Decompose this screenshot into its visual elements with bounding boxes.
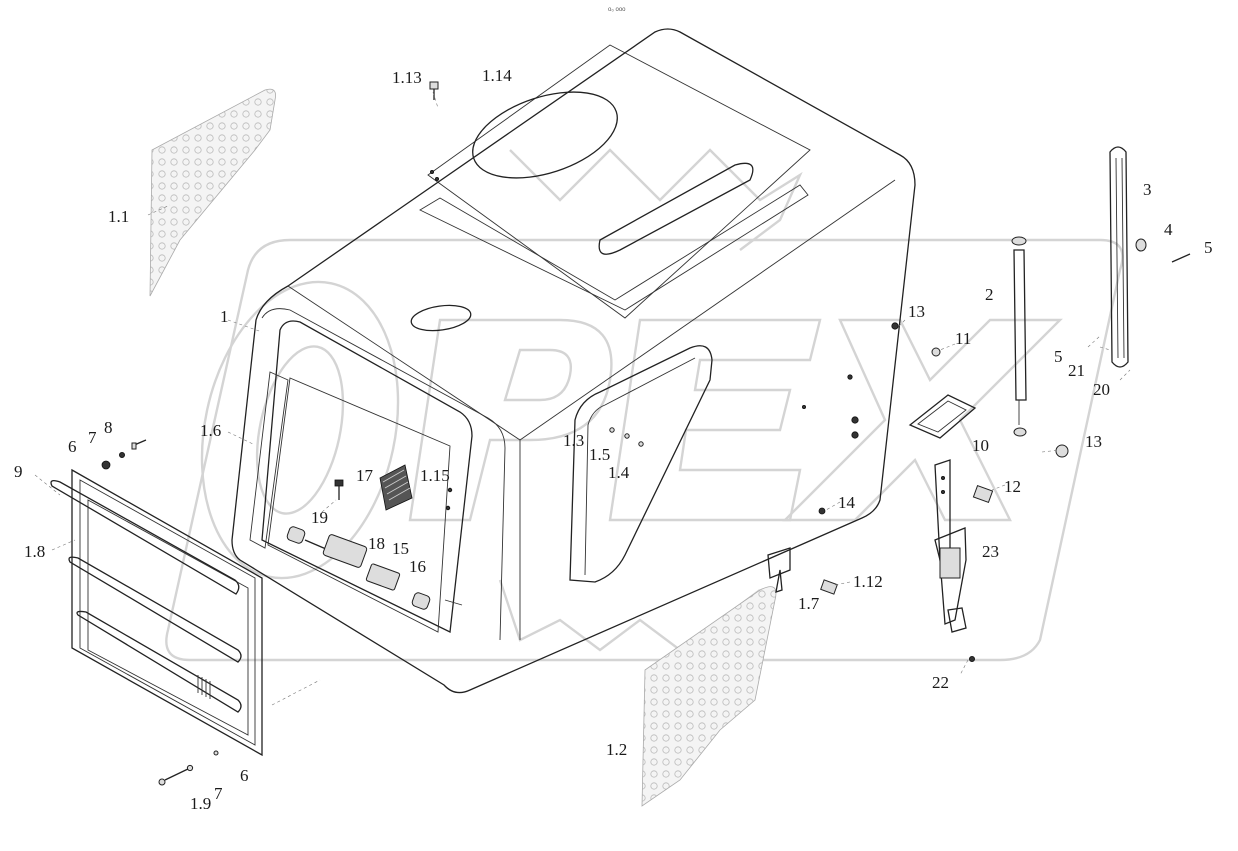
label-13-lower: 13 — [1085, 432, 1102, 451]
cab-shell — [231, 28, 916, 694]
label-1-8: 1.8 — [24, 542, 45, 561]
roof-plate — [419, 44, 811, 319]
label-7-bottom: 7 — [214, 784, 223, 803]
label-10: 10 — [972, 436, 989, 455]
label-1-14: 1.14 — [482, 66, 512, 85]
label-5-right: 5 — [1204, 238, 1213, 257]
label-1-1: 1.1 — [108, 207, 129, 226]
label-21: 21 — [1068, 361, 1085, 380]
label-16: 16 — [409, 557, 426, 576]
label-8: 8 — [104, 418, 113, 437]
label-12: 12 — [1004, 477, 1021, 496]
label-1-13: 1.13 — [392, 68, 422, 87]
label-1: 1 — [220, 307, 229, 326]
label-1-7: 1.7 — [798, 594, 820, 613]
handle-assembly-18-15-16 — [286, 526, 431, 610]
leader-lines — [34, 91, 1131, 706]
part-labels: 1.13 1.14 1.1 1 1.6 6 7 8 9 1.8 17 1.15 … — [14, 66, 1213, 813]
handle-10 — [908, 394, 977, 439]
label-18: 18 — [368, 534, 385, 553]
strap-3 — [1109, 146, 1191, 368]
label-1-6: 1.6 — [200, 421, 221, 440]
label-1-12: 1.12 — [853, 572, 883, 591]
latch-1-7 — [767, 547, 791, 593]
label-19: 19 — [311, 508, 328, 527]
mesh-panel-left — [149, 88, 276, 297]
label-6-top: 6 — [68, 437, 77, 456]
label-14: 14 — [838, 493, 856, 512]
label-22: 22 — [932, 673, 949, 692]
mesh-panel-bottom — [641, 586, 777, 807]
label-1-4: 1.4 — [608, 463, 630, 482]
gas-strut-2 — [1011, 236, 1027, 437]
label-9: 9 — [14, 462, 23, 481]
label-13-upper: 13 — [908, 302, 925, 321]
label-6-bottom: 6 — [240, 766, 249, 785]
label-1-5: 1.5 — [589, 445, 610, 464]
window-frame-1-8 — [50, 468, 263, 757]
label-1-9: 1.9 — [190, 794, 211, 813]
label-2: 2 — [985, 285, 994, 304]
header-mark: o₀ ooo — [608, 7, 626, 13]
latch-23 — [934, 459, 967, 633]
opex-watermark — [165, 148, 1124, 662]
label-11: 11 — [955, 329, 971, 348]
label-5-left: 5 — [1054, 347, 1063, 366]
label-15: 15 — [392, 539, 409, 558]
label-20: 20 — [1093, 380, 1110, 399]
label-1-2: 1.2 — [606, 740, 627, 759]
label-23: 23 — [982, 542, 999, 561]
label-17: 17 — [356, 466, 374, 485]
label-1-3: 1.3 — [563, 431, 584, 450]
vent-1-15 — [379, 464, 413, 511]
label-4: 4 — [1164, 220, 1173, 239]
label-1-15: 1.15 — [420, 466, 450, 485]
label-7-top: 7 — [88, 428, 97, 447]
small-hardware — [101, 81, 1069, 786]
label-3: 3 — [1143, 180, 1152, 199]
bolt-17 — [334, 479, 344, 500]
